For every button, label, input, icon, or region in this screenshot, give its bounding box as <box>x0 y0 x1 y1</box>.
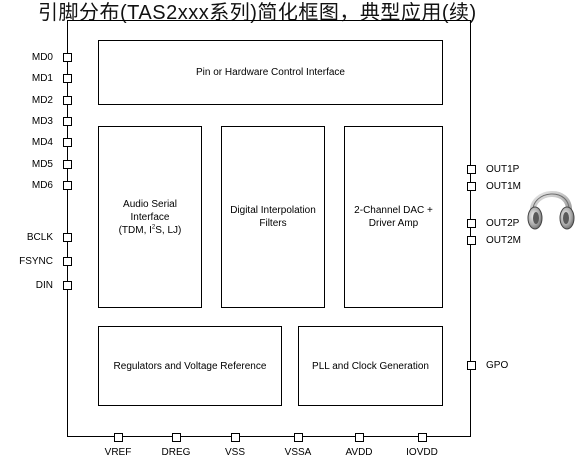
pin-out2m <box>467 236 476 245</box>
pin-vssa <box>294 433 303 442</box>
pin-label-md2: MD2 <box>31 95 53 106</box>
pin-label-avdd: AVDD <box>345 447 373 458</box>
audio-serial-interface-label: Audio Serial Interface (TDM, I2S, LJ) <box>119 198 182 237</box>
headphones-icon <box>527 191 575 230</box>
serial-line-3-post: S, LJ) <box>155 224 182 236</box>
dac-driver-block: 2-Channel DAC + Driver Amp <box>344 126 443 308</box>
interpolation-filters-label: Digital Interpolation Filters <box>230 205 316 229</box>
pin-label-dreg: DREG <box>161 447 191 458</box>
pin-label-iovdd: IOVDD <box>406 447 438 458</box>
pin-label-out2p: OUT2P <box>486 218 520 229</box>
pin-label-vssa: VSSA <box>284 447 312 458</box>
pin-din <box>63 281 72 290</box>
pin-bclk <box>63 233 72 242</box>
control-interface-label: Pin or Hardware Control Interface <box>196 67 345 78</box>
pin-fsync <box>63 257 72 266</box>
pin-label-out1m: OUT1M <box>486 181 521 192</box>
diagram-title: 引脚分布(TAS2xxx系列)简化框图，典型应用(续) <box>38 2 477 24</box>
pin-md2 <box>63 96 72 105</box>
pin-vref <box>114 433 123 442</box>
pin-label-vref: VREF <box>104 447 132 458</box>
pin-label-fsync: FSYNC <box>19 256 53 267</box>
serial-line-3-sup: 2 <box>151 224 156 231</box>
pin-out1m <box>467 182 476 191</box>
pin-label-vss: VSS <box>224 447 245 458</box>
pin-label-bclk: BCLK <box>26 232 53 243</box>
pin-dreg <box>172 433 181 442</box>
pll-block: PLL and Clock Generation <box>298 326 443 406</box>
pin-avdd <box>355 433 364 442</box>
pin-vss <box>231 433 240 442</box>
pin-label-out2m: OUT2M <box>486 235 521 246</box>
control-interface-block: Pin or Hardware Control Interface <box>98 40 443 105</box>
pin-label-md1: MD1 <box>31 73 53 84</box>
pin-md5 <box>63 160 72 169</box>
regulators-label: Regulators and Voltage Reference <box>113 360 267 372</box>
serial-line-1: Audio Serial <box>123 198 177 210</box>
pin-md6 <box>63 181 72 190</box>
pin-label-md6: MD6 <box>31 180 53 191</box>
pin-md4 <box>63 138 72 147</box>
chip-outline: Pin or Hardware Control Interface Audio … <box>67 20 471 437</box>
dac-driver-label: 2-Channel DAC + Driver Amp <box>354 205 433 229</box>
pin-md0 <box>63 53 72 62</box>
pin-label-md0: MD0 <box>31 52 53 63</box>
serial-line-3-pre: (TDM, I <box>118 224 152 236</box>
pin-label-md4: MD4 <box>31 137 53 148</box>
pin-out1p <box>467 165 476 174</box>
pin-md3 <box>63 117 72 126</box>
serial-line-2: Interface <box>130 211 170 223</box>
pin-label-out1p: OUT1P <box>486 164 520 175</box>
pin-label-din: DIN <box>35 280 53 291</box>
audio-serial-interface-block: Audio Serial Interface (TDM, I2S, LJ) <box>98 126 202 308</box>
pin-md1 <box>63 74 72 83</box>
pin-gpo <box>467 361 476 370</box>
regulators-block: Regulators and Voltage Reference <box>98 326 282 406</box>
interpolation-filters-block: Digital Interpolation Filters <box>221 126 325 308</box>
pin-iovdd <box>418 433 427 442</box>
pin-label-md5: MD5 <box>31 159 53 170</box>
pin-label-gpo: GPO <box>486 360 509 371</box>
pin-out2p <box>467 219 476 228</box>
pin-label-md3: MD3 <box>31 116 53 127</box>
pll-label: PLL and Clock Generation <box>312 360 429 372</box>
